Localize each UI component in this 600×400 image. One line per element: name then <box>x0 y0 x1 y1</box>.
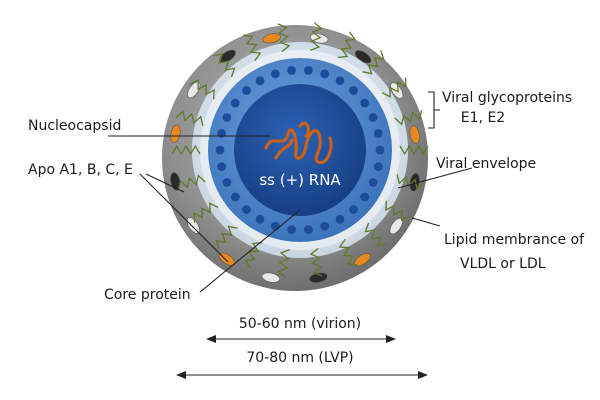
lipid-membrane-label-1: Lipid membrance of <box>444 232 585 248</box>
core-protein-dot <box>320 221 330 231</box>
glycoprotein-spike <box>364 222 387 247</box>
glycoprotein-spike <box>337 31 357 59</box>
core-protein-dot <box>335 76 345 86</box>
core-proteins <box>215 66 385 235</box>
core-protein-dot <box>368 113 378 122</box>
apolipoproteins <box>170 33 420 283</box>
core-protein-label: Core protein <box>104 287 191 303</box>
glycoprotein-spike <box>394 109 423 126</box>
glycoprotein-spike <box>338 238 357 266</box>
apolipoprotein <box>261 272 280 283</box>
glycoprotein-spike <box>193 202 219 223</box>
core-protein-leader <box>199 209 301 293</box>
glycoprotein-spike <box>243 34 262 62</box>
scale-lvp: 70-80 nm (LVP) <box>176 350 428 379</box>
glycoprotein-spike <box>385 200 411 222</box>
apo-leader-1 <box>139 173 229 263</box>
glycoproteins <box>171 22 429 278</box>
apo-leader-2 <box>145 173 185 193</box>
glycoprotein-bracket <box>428 91 440 129</box>
core-protein-dot <box>222 113 232 122</box>
rna-strand <box>264 121 333 165</box>
core-protein-dot <box>287 66 296 75</box>
glycoprotein-spike <box>213 53 236 78</box>
glycoprotein-spike <box>215 225 238 250</box>
rna-label: ss (+) RNA <box>259 171 341 189</box>
core-protein-dot <box>349 86 358 95</box>
glycoprotein-spike <box>277 23 291 53</box>
apolipoprotein <box>409 125 420 144</box>
core-protein-dot <box>217 162 227 172</box>
scale-virion-arrow-right <box>386 335 396 343</box>
scale-virion-label: 50-60 nm (virion) <box>239 316 361 332</box>
scale-lvp-label: 70-80 nm (LVP) <box>246 350 353 366</box>
particle: ss (+) RNA <box>162 22 429 291</box>
core-protein-dot <box>349 205 358 214</box>
apolipoprotein <box>354 50 372 64</box>
core-protein-dot <box>215 145 225 155</box>
glycoprotein-spike <box>362 50 385 75</box>
core-protein-dot <box>335 214 345 224</box>
core-protein-dot <box>270 221 280 231</box>
core-protein-dot <box>242 86 251 95</box>
glycoprotein-spike <box>175 110 204 126</box>
glycoprotein-spike <box>189 78 215 100</box>
nucleocapsid-core <box>234 84 366 216</box>
scale-lvp-arrow-right <box>418 371 428 379</box>
core-protein-dot <box>360 98 370 108</box>
glycoprotein-spike <box>171 144 201 156</box>
leader-lines <box>108 91 473 293</box>
glycoproteins-label: Viral glycoproteins <box>442 90 572 106</box>
scale-virion: 50-60 nm (virion) <box>206 316 396 343</box>
apolipoprotein <box>170 172 181 191</box>
core-protein-dot <box>255 214 265 224</box>
glycoprotein-spike <box>177 174 206 191</box>
lipid-membrane-leader <box>411 217 441 227</box>
apolipoprotein <box>170 124 181 143</box>
core-protein-dot <box>230 192 240 202</box>
core-protein-dot <box>304 225 313 235</box>
apolipoprotein <box>309 272 328 283</box>
core-protein-dot <box>270 69 280 79</box>
core-protein-dot <box>287 225 296 235</box>
glycoprotein-spike <box>396 174 425 190</box>
core-protein-dot <box>375 145 385 155</box>
viral-envelope-label: Viral envelope <box>436 156 536 172</box>
core-protein-dot <box>222 178 232 187</box>
apo-label: Apo A1, B, C, E <box>28 162 133 178</box>
e1-e2-label: E1, E2 <box>461 110 505 126</box>
core-protein-dot <box>242 205 251 214</box>
core-protein-dot <box>255 76 265 86</box>
glycoprotein-spike <box>310 22 323 52</box>
apolipoprotein <box>262 33 281 44</box>
core-protein-dot <box>368 178 378 187</box>
glycoprotein-spike <box>381 77 407 98</box>
glycoprotein-spike <box>399 144 429 156</box>
core-protein-dot <box>320 69 330 79</box>
glycoprotein-spike <box>277 248 290 278</box>
lipid-membrane-label-2: VLDL or LDL <box>460 256 546 272</box>
scale-lvp-arrow-left <box>176 371 186 379</box>
core-protein-dot <box>373 129 383 138</box>
nucleocapsid-label: Nucleocapsid <box>28 118 121 134</box>
envelope-leader <box>397 167 473 189</box>
core-protein-dot <box>230 98 240 108</box>
core-protein-dot <box>373 162 383 172</box>
core-protein-dot <box>360 192 370 202</box>
scale-virion-arrow-left <box>206 335 216 343</box>
glycoprotein-spike <box>309 247 323 277</box>
core-protein-dot <box>304 66 313 75</box>
